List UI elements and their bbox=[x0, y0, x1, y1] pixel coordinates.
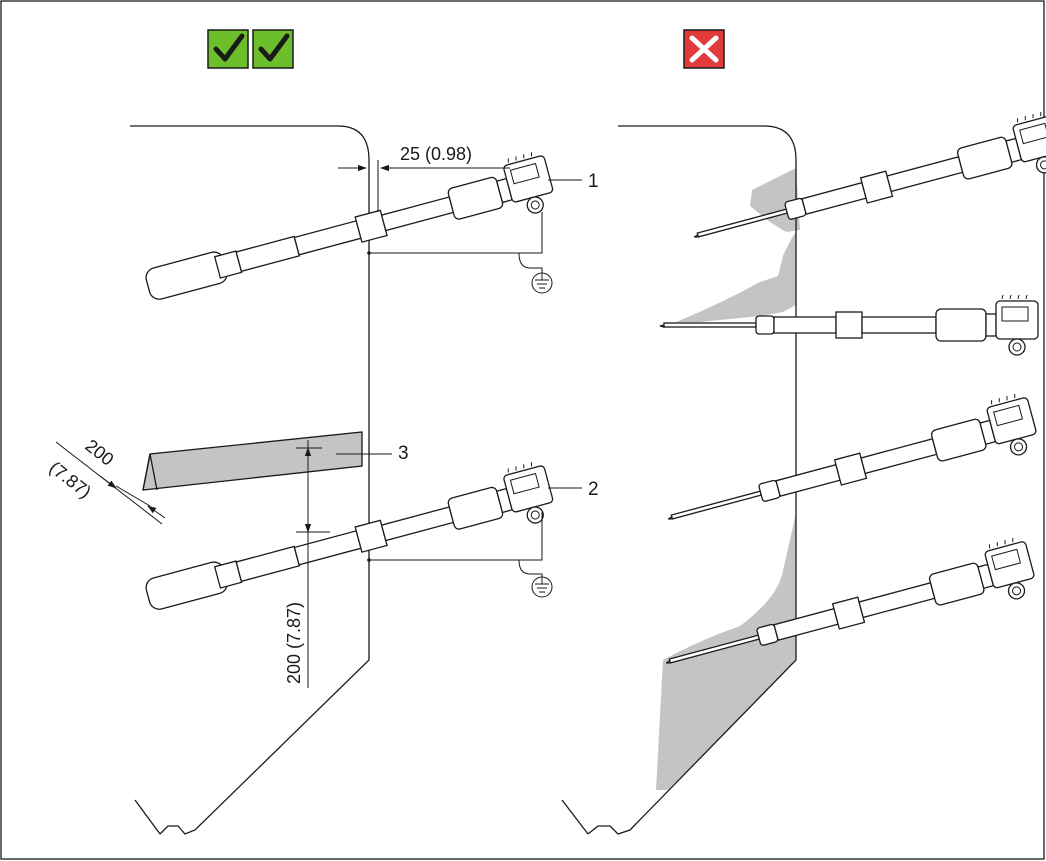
sensor-incorrect-1 bbox=[685, 108, 1046, 266]
callout-label-1: 1 bbox=[588, 171, 599, 192]
wall-gap-dimension: 25 (0.98) bbox=[338, 144, 510, 212]
checkmark-icon bbox=[252, 29, 294, 69]
ground-wire-upper bbox=[369, 212, 543, 254]
ground-icon bbox=[531, 576, 553, 598]
material-deposit-middle bbox=[676, 232, 796, 322]
wall-gap-text: 25 (0.98) bbox=[400, 144, 472, 164]
sensor-lower-correct bbox=[139, 458, 559, 626]
sensor-incorrect-3 bbox=[659, 390, 1042, 548]
deflector-width-text-a: 200 bbox=[82, 435, 118, 469]
ground-wire-lower bbox=[369, 512, 543, 561]
incorrect-indicator bbox=[683, 29, 725, 69]
sensor-incorrect-2 bbox=[659, 294, 1039, 356]
cross-icon bbox=[683, 29, 725, 69]
vertical-distance-dimension: 200 (7.87) bbox=[284, 440, 330, 688]
silo-outline-left bbox=[130, 125, 370, 835]
ground-icon bbox=[531, 272, 553, 294]
callout-label-3: 3 bbox=[398, 443, 409, 464]
deflector-width-text-b: (7.87) bbox=[46, 457, 95, 502]
sensor-upper-correct bbox=[139, 148, 559, 316]
checkmark-icon bbox=[207, 29, 249, 69]
silo-outline-right bbox=[561, 125, 797, 835]
material-deposit-lower bbox=[656, 513, 796, 790]
vertical-distance-text: 200 (7.87) bbox=[284, 602, 304, 684]
deflector-plate bbox=[142, 431, 363, 491]
correct-indicator bbox=[207, 29, 294, 69]
callout-label-2: 2 bbox=[588, 479, 599, 500]
